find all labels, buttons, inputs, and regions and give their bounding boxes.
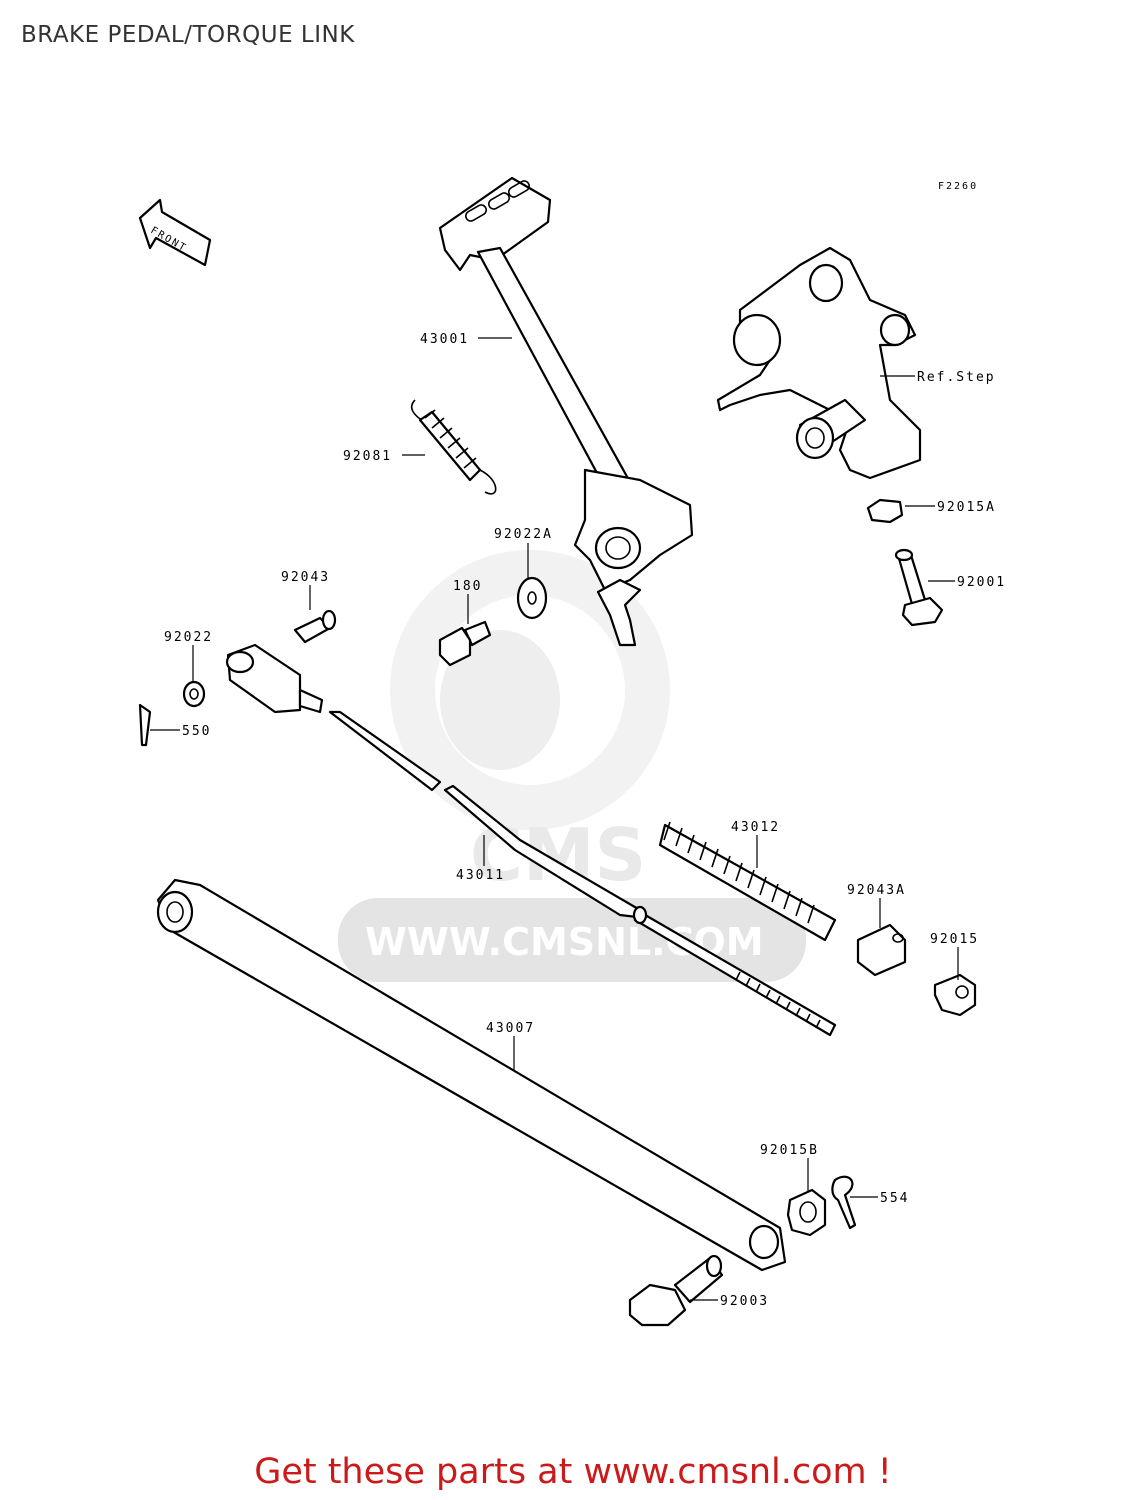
callout-92022: 92022	[164, 630, 213, 645]
parts-diagram: CMS WWW.CMSNL.COM FRONT F2260	[138, 176, 1006, 1327]
callout-92022A: 92022A	[494, 527, 553, 542]
callout-554: 554	[880, 1191, 909, 1206]
bolt-92001	[894, 548, 944, 627]
nut-92015A	[866, 498, 904, 524]
washer-92022A	[516, 576, 548, 620]
callout-180: 180	[453, 579, 482, 594]
collar-92043A	[856, 923, 907, 977]
brake-rod-43011	[328, 710, 837, 1037]
clip-554	[831, 1175, 857, 1230]
footer-promo-link[interactable]: Get these parts at www.cmsnl.com !	[254, 1452, 892, 1492]
callout-92015B: 92015B	[760, 1143, 819, 1158]
page-title: BRAKE PEDAL/TORQUE LINK	[21, 22, 355, 48]
callout-43012: 43012	[731, 820, 780, 835]
leader-lines	[150, 337, 959, 1301]
front-arrow-icon: FRONT	[138, 198, 212, 267]
bolt-92003	[628, 1254, 724, 1327]
callout-92043A: 92043A	[847, 883, 906, 898]
callout-43011: 43011	[456, 868, 505, 883]
callout-92015: 92015	[930, 932, 979, 947]
footrest-step-bracket	[716, 246, 922, 480]
pin-92043	[293, 609, 337, 644]
callout-92003: 92003	[720, 1294, 769, 1309]
torque-link-43007	[156, 878, 787, 1272]
washer-92022	[182, 680, 206, 708]
callout-43007: 43007	[486, 1021, 535, 1036]
callout-92043: 92043	[281, 570, 330, 585]
callout-92015A: 92015A	[937, 500, 996, 515]
clevis-joint	[225, 643, 324, 714]
callout-550: 550	[182, 724, 211, 739]
brake-pedal-43001	[438, 176, 694, 647]
callout-43001: 43001	[420, 332, 469, 347]
bolt-180	[438, 620, 492, 667]
callout-92081: 92081	[343, 449, 392, 464]
spring-43012	[658, 821, 837, 942]
callout-ref-step: Ref.Step	[917, 370, 996, 385]
figure-code: F2260	[938, 181, 978, 192]
spring-92081	[410, 399, 497, 495]
cotter-pin-550	[138, 703, 152, 747]
callout-92001: 92001	[957, 575, 1006, 590]
nut-92015B	[786, 1188, 827, 1237]
nut-92015	[933, 973, 977, 1017]
cms-watermark: CMS WWW.CMSNL.COM	[338, 550, 806, 982]
